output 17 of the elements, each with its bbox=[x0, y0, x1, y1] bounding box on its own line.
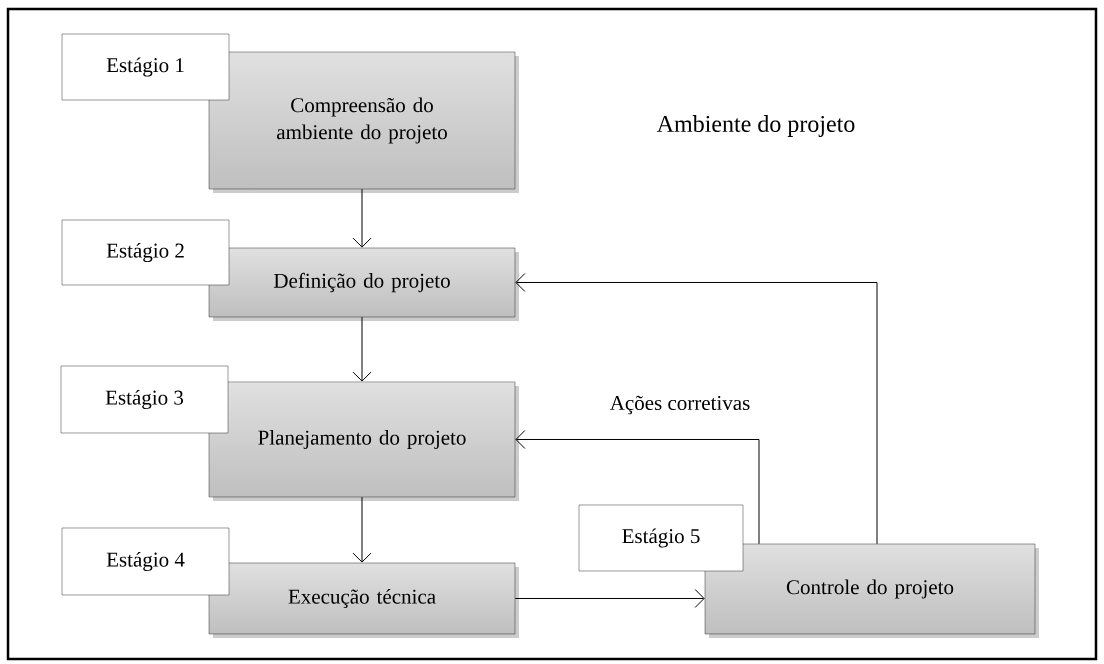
arrow bbox=[352, 496, 372, 563]
arrow bbox=[352, 188, 372, 248]
stage-label: Estágio 4 bbox=[61, 527, 230, 596]
process-box: Definição do projeto bbox=[208, 247, 516, 318]
process-box: Execução técnica bbox=[208, 562, 516, 635]
arrow bbox=[515, 273, 878, 545]
arrow bbox=[514, 589, 705, 608]
stage-label: Estágio 5 bbox=[578, 504, 744, 572]
edge-label: Ações corretivas bbox=[609, 395, 750, 415]
stage-label: Estágio 2 bbox=[61, 219, 230, 286]
process-box: Planejamento do projeto bbox=[208, 381, 516, 498]
process-box: Compreensão do ambiente do projeto bbox=[208, 51, 516, 190]
stage-label: Estágio 3 bbox=[60, 365, 229, 434]
arrow bbox=[515, 430, 760, 545]
stage-label: Estágio 1 bbox=[61, 33, 230, 101]
arrow bbox=[352, 316, 372, 382]
process-box: Controle do projeto bbox=[704, 543, 1036, 635]
